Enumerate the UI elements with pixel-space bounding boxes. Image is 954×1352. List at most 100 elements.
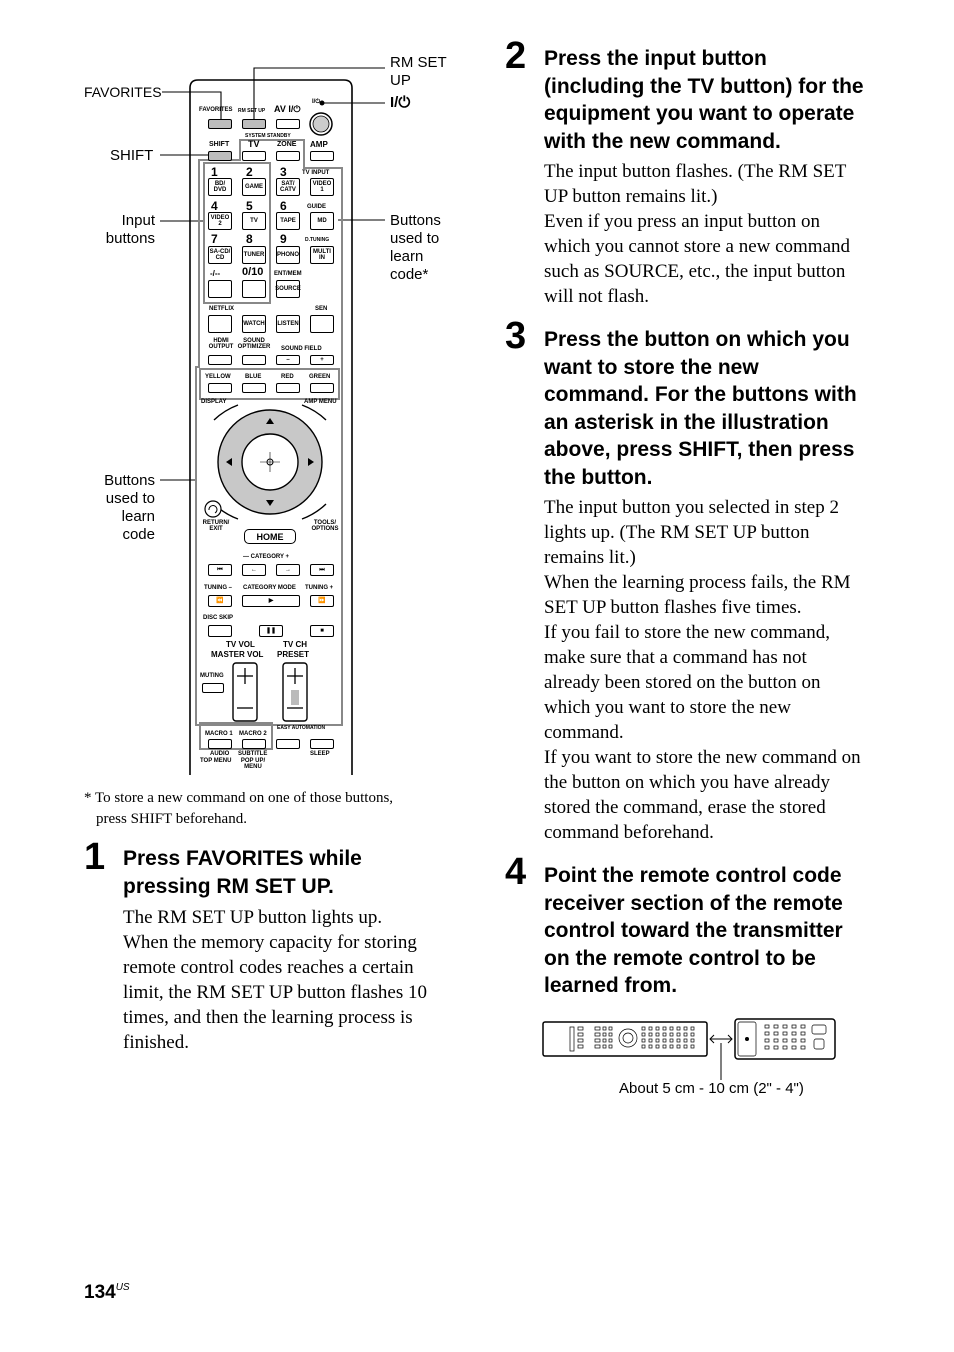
digit-0-10: 0/10 (242, 266, 264, 278)
netflix-button[interactable] (208, 315, 232, 333)
zone-button[interactable] (276, 151, 300, 161)
input-key-phono[interactable]: PHONO (276, 246, 300, 264)
input-key-sa-cd[interactable]: SA-CD/ CD (208, 246, 232, 264)
remote-label-power: I/⏻ (312, 99, 321, 105)
digit-4: 4 (211, 199, 218, 213)
remote-label-sleep: SLEEP (310, 751, 330, 757)
next-track-button[interactable]: ⏭ (310, 564, 334, 576)
remote-label-category: — CATEGORY + (243, 554, 290, 560)
home-button[interactable]: HOME (244, 529, 296, 544)
disc-skip-button[interactable] (208, 625, 232, 637)
remote-label-sen: SEN (315, 306, 328, 312)
digit-8: 8 (246, 232, 253, 246)
step-4-heading: Point the remote control code receiver s… (544, 864, 843, 997)
remote-label-tv-ch: TV CH (283, 640, 307, 649)
input-key-multi-in[interactable]: MULTI IN (310, 246, 334, 264)
input-key-game[interactable]: GAME (242, 178, 266, 196)
input-key-sat-catv[interactable]: SAT/ CATV (276, 178, 300, 196)
easy-automation-2-button[interactable] (310, 739, 334, 749)
footnote: * To store a new command on one of those… (84, 790, 394, 827)
remote-label-easy-automation: EASY AUTOMATION (277, 725, 326, 731)
category-plus-button[interactable]: → (276, 564, 300, 576)
remote-label-macro1: MACRO 1 (205, 731, 233, 737)
digit-1: 1 (211, 165, 218, 179)
remote-label-pop-up-menu: POP UP/ MENU (240, 758, 266, 770)
digit-dash: -/-- (210, 269, 221, 278)
digit-9: 9 (280, 232, 287, 246)
input-key-tuner[interactable]: TUNER (242, 246, 266, 264)
callout-buttons-learn: Buttons used to learn code (104, 472, 155, 543)
remote-label-tuning-plus: TUNING + (305, 585, 334, 591)
rewind-button[interactable]: ⏪ (208, 595, 232, 607)
remote-label-master-vol: MASTER VOL (211, 650, 264, 659)
remote-label-hdmi-output: HDMI OUTPUT (208, 338, 234, 350)
remote-label-av-power: AV I/⏻ (274, 104, 301, 114)
prev-track-button[interactable]: ⏮ (208, 564, 232, 576)
color-label-red: RED (281, 374, 294, 380)
page-number-value: 134 (84, 1282, 116, 1303)
input-key-md[interactable]: MD (310, 212, 334, 230)
step-2-heading: Press the input button (including the TV… (544, 47, 864, 153)
yellow-button[interactable] (208, 383, 232, 393)
remote-label-muting: MUTING (200, 673, 224, 679)
remote-label-category-mode: CATEGORY MODE (243, 585, 296, 591)
category-minus-button[interactable]: ← (242, 564, 266, 576)
callout-favorites: FAVORITES (84, 84, 162, 100)
input-key-source[interactable]: SOURCE (275, 280, 301, 298)
remote-label-system-standby: SYSTEM STANDBY (245, 133, 291, 139)
remote-label-tv-vol: TV VOL (226, 640, 255, 649)
green-button[interactable] (310, 383, 334, 393)
fast-forward-button[interactable]: ⏩ (310, 595, 334, 607)
digit-6: 6 (280, 199, 287, 213)
sen-button[interactable] (310, 315, 334, 333)
stop-button[interactable]: ■ (310, 625, 334, 637)
digit-5: 5 (246, 199, 253, 213)
hdmi-output-button[interactable] (208, 355, 232, 365)
remote-label-disc-skip: DISC SKIP (203, 615, 234, 621)
page-number: 134US (84, 1282, 130, 1304)
remote-label-macro2: MACRO 2 (239, 731, 267, 737)
remote-label-favorites: FAVORITES (199, 107, 233, 113)
play-button[interactable]: ▶ (242, 595, 300, 607)
sound-field-minus-button[interactable]: – (276, 355, 300, 365)
input-key-blank-1[interactable] (208, 280, 232, 298)
step-4-number: 4 (505, 851, 527, 893)
av-power-button[interactable] (276, 119, 300, 129)
red-button[interactable] (276, 383, 300, 393)
color-label-green: GREEN (309, 374, 331, 380)
input-key-tv[interactable]: TV (242, 212, 266, 230)
blue-button[interactable] (242, 383, 266, 393)
step-3-body: The input button you selected in step 2 … (544, 497, 861, 843)
color-label-yellow: YELLOW (205, 374, 231, 380)
input-key-bd-dvd[interactable]: BD/ DVD (208, 178, 232, 196)
listen-button[interactable]: LISTEN (276, 315, 300, 333)
remote-label-tv-input: TV INPUT (302, 170, 330, 176)
input-key-video1[interactable]: VIDEO 1 (310, 178, 334, 196)
amp-button[interactable] (310, 151, 334, 161)
rm-set-up-button[interactable] (242, 119, 266, 129)
remote-label-ent-mem: ENT/MEM (274, 271, 302, 277)
remote-label-sound-optimizer: SOUND OPTIMIZER (237, 338, 271, 350)
watch-button[interactable]: WATCH (242, 315, 266, 333)
macro2-button[interactable] (242, 739, 266, 749)
input-key-blank-2[interactable] (242, 280, 266, 298)
remote-label-rm-set-up: RM SET UP (238, 108, 266, 114)
sound-field-plus-button[interactable]: + (310, 355, 334, 365)
input-key-tape[interactable]: TAPE (276, 212, 300, 230)
muting-button[interactable] (202, 683, 224, 693)
remote-label-amp: AMP (310, 140, 328, 149)
remote-label-tuning-minus: TUNING – (204, 585, 233, 591)
favorites-button[interactable] (208, 119, 232, 129)
remote-label-shift: SHIFT (209, 141, 230, 148)
input-key-video2[interactable]: VIDEO 2 (208, 212, 232, 230)
macro1-button[interactable] (208, 739, 232, 749)
callout-shift: SHIFT (110, 147, 154, 164)
remote-label-preset: PRESET (277, 650, 310, 659)
remote-label-return-exit: RETURN/ EXIT (202, 520, 230, 532)
digit-2: 2 (246, 165, 253, 179)
tv-button[interactable] (242, 151, 266, 161)
sound-optimizer-button[interactable] (242, 355, 266, 365)
shift-button[interactable] (208, 151, 232, 161)
easy-automation-1-button[interactable] (276, 739, 300, 749)
pause-button[interactable]: ❚❚ (259, 625, 283, 637)
